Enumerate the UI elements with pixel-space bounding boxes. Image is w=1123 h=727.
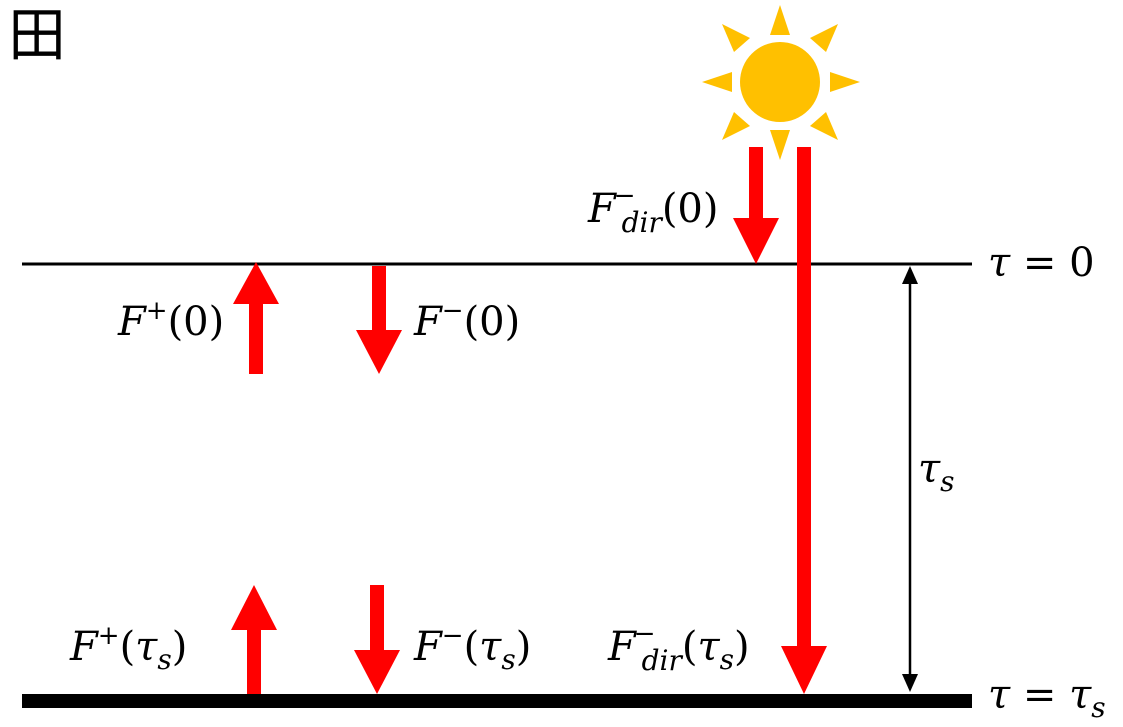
bottom-boundary-label: τ = τs xyxy=(988,672,1106,724)
flux-down-top-arrow xyxy=(356,266,402,374)
flux-up-top-arrow xyxy=(233,262,279,374)
thickness-double-arrow xyxy=(902,266,918,692)
flux-direct-top-arrow xyxy=(733,147,779,264)
flux-direct-bottom-label: F−dir(τs) xyxy=(607,619,750,677)
flux-up-bottom-arrow xyxy=(231,585,277,694)
corner-glyph: 田 xyxy=(8,1,66,69)
flux-up-bottom-label: F+(τs) xyxy=(69,621,187,676)
thickness-label: τs xyxy=(918,446,955,498)
flux-down-bottom-label: F−(τs) xyxy=(413,621,531,676)
flux-down-top-label: F−(0) xyxy=(413,296,520,345)
flux-direct-top-label: F−dir(0) xyxy=(587,181,719,239)
flux-down-bottom-arrow xyxy=(354,585,400,694)
sun-icon xyxy=(702,5,860,160)
flux-direct-bottom-arrow xyxy=(781,147,827,694)
bottom-boundary-surface xyxy=(22,694,972,708)
top-boundary-label: τ = 0 xyxy=(988,240,1095,286)
flux-up-top-label: F+(0) xyxy=(117,296,224,345)
